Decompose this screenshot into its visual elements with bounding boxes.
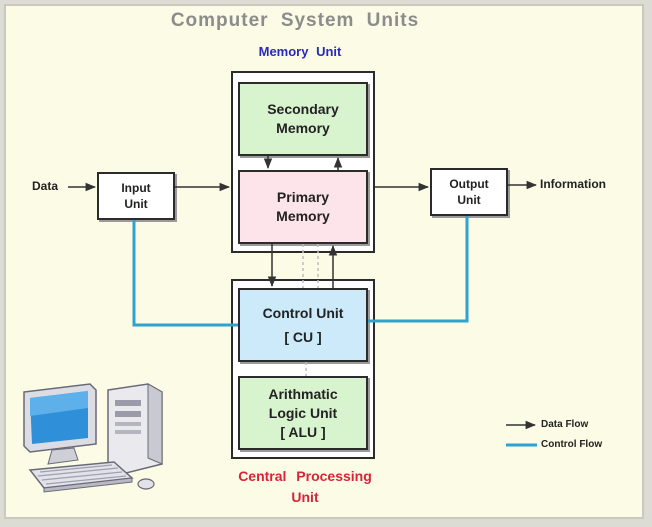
alu-line1: Arithmatic (268, 385, 338, 402)
cpu-title-line1: Central Processing (238, 468, 372, 484)
information-label: Information (540, 177, 606, 191)
control-unit-line2: [ CU ] (284, 329, 322, 345)
control-unit-box: Control Unit [ CU ] (238, 288, 368, 362)
control-unit-line1: Control Unit (262, 305, 344, 321)
primary-memory-box: Primary Memory (238, 170, 368, 244)
input-unit-box: Input Unit (97, 172, 175, 220)
secondary-memory-line2: Memory (276, 120, 330, 136)
control-flow-cu-to-output (368, 216, 469, 323)
alu-line2: Logic Unit (268, 404, 338, 421)
output-unit-box: Output Unit (430, 168, 508, 216)
primary-memory-line2: Memory (276, 208, 330, 224)
memory-unit-title: Memory Unit (258, 44, 342, 59)
alu-box: Arithmatic Logic Unit [ ALU ] (238, 376, 368, 450)
diagram-title: Computer System Units (170, 10, 420, 31)
output-unit-line2: Unit (457, 193, 481, 207)
secondary-memory-box: Secondary Memory (238, 82, 368, 156)
primary-memory-line1: Primary (276, 189, 330, 205)
cpu-title-line2: Unit (291, 489, 319, 505)
legend-control-flow-label: Control Flow (541, 439, 603, 450)
legend-data-flow-label: Data Flow (541, 419, 589, 430)
control-flow-input-to-cu (132, 220, 238, 327)
input-unit-line2: Unit (124, 197, 148, 211)
data-label: Data (32, 179, 59, 193)
cpu-title: Central Processing Unit (215, 466, 395, 508)
secondary-memory-line1: Secondary (267, 101, 339, 117)
alu-line3: [ ALU ] (280, 423, 326, 440)
output-unit-line1: Output (449, 177, 489, 191)
computer-icon (23, 383, 163, 493)
input-unit-line1: Input (121, 181, 151, 195)
